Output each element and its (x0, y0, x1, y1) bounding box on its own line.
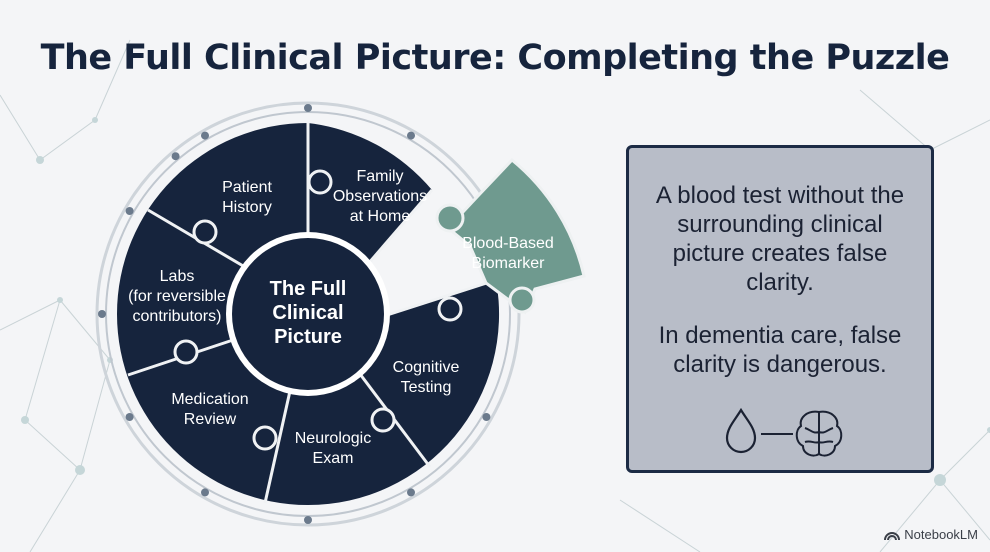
brain-icon (795, 410, 843, 457)
orbit-dot (407, 488, 415, 497)
missing-piece-label-line: Biomarker (472, 255, 546, 272)
segment-family-observations-line: at Home (350, 208, 411, 225)
orbit-dot (304, 104, 312, 112)
callout-paragraph-1: A blood test without the surrounding cli… (655, 182, 905, 296)
orbit-ring-outer (95, 101, 521, 527)
segment-patient-history-line: Patient (222, 179, 272, 196)
orbit-dot (125, 207, 134, 215)
segment-labs-line: contributors) (133, 308, 222, 325)
callout-box: A blood test without the surrounding cli… (626, 145, 934, 473)
callout-icons (725, 407, 843, 457)
missing-puzzle-piece (435, 157, 586, 315)
segment-patient-history-line: History (222, 199, 272, 216)
orbit-dot (407, 131, 415, 140)
segment-labs-line: Labs (160, 268, 195, 285)
segment-cognitive-testing-line: Testing (401, 379, 452, 396)
puzzle-knobs (173, 169, 463, 451)
notebooklm-logo-icon (884, 531, 901, 540)
segment-medication-review-line: Review (184, 411, 237, 428)
orbit-dot (304, 516, 312, 524)
segment-neurologic-exam-line: Exam (313, 450, 354, 467)
callout-paragraph-2: In dementia care, false clarity is dange… (658, 322, 902, 378)
segment-family-observations-line: Observations (333, 188, 427, 205)
segment-cognitive-testing-line: Cognitive (393, 359, 460, 376)
orbit-dot (125, 413, 134, 421)
segment-family-observations-line: Family (356, 168, 403, 185)
hub-label-line: Picture (274, 326, 342, 348)
hub-circle (232, 238, 384, 390)
orbit-dot (201, 131, 209, 140)
segment-medication-review-line: Medication (171, 391, 248, 408)
orbit-dot (201, 488, 209, 497)
brand-badge: NotebookLM (884, 527, 978, 542)
orbit-dot (98, 310, 106, 318)
missing-piece-label-line: Blood-Based (462, 235, 554, 252)
segment-labs: Labs (for reversible contributors) (128, 268, 226, 325)
hub-label-line: The Full (270, 278, 347, 300)
page-title: The Full Clinical Picture: Completing th… (40, 38, 950, 78)
segment-neurologic-exam-line: Neurologic (295, 430, 371, 447)
blood-drop-icon (725, 407, 757, 454)
segment-labs-line: (for reversible (128, 288, 226, 305)
orbit-dot (171, 152, 180, 161)
orbit-dot (482, 413, 491, 421)
brand-name: NotebookLM (904, 527, 978, 542)
hub-label-line: Clinical (272, 302, 343, 324)
